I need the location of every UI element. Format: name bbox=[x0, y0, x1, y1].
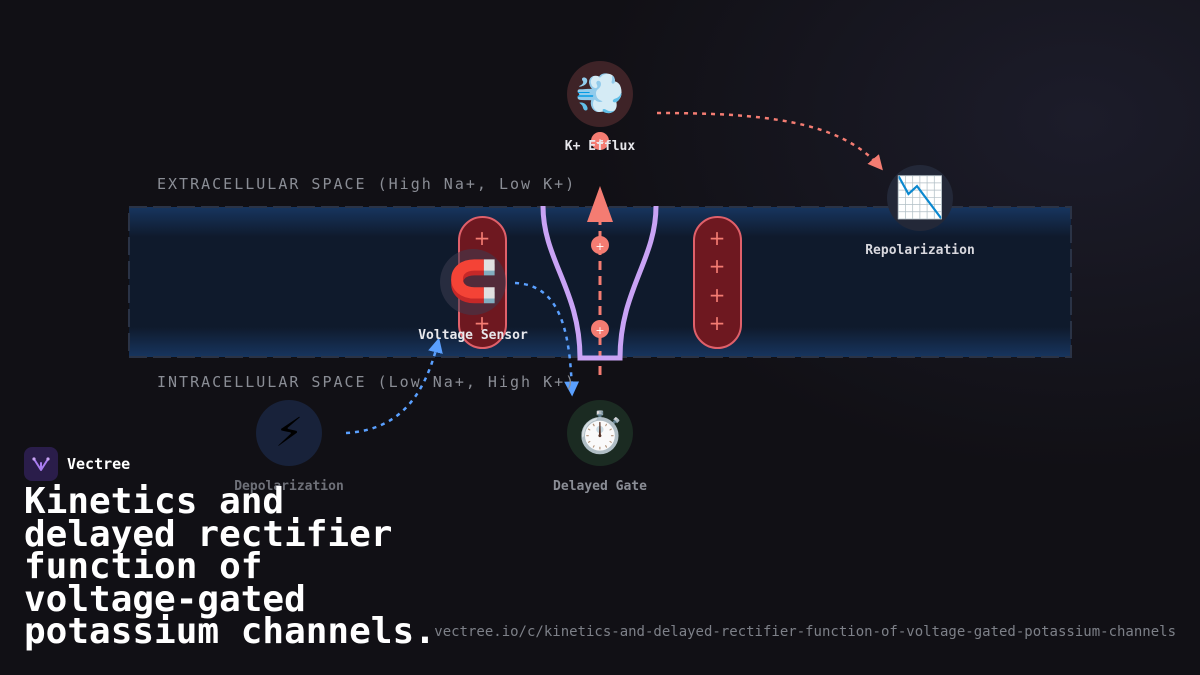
brand: Vectree bbox=[24, 447, 130, 481]
ion-flow-arrowhead bbox=[587, 186, 613, 222]
efflux-to-repolarization-arrow bbox=[656, 111, 883, 171]
vectree-logo-icon bbox=[24, 447, 58, 481]
potassium-ion bbox=[591, 236, 609, 254]
intracellular-space-label: INTRACELLULAR SPACE (Low Na+, High K+) bbox=[157, 373, 577, 391]
voltage-sensor-label: Voltage Sensor bbox=[418, 328, 528, 343]
charge-plus: + bbox=[595, 324, 604, 337]
lightning-icon: ⚡ bbox=[256, 400, 322, 466]
stopwatch-icon: ⏱️ bbox=[567, 400, 633, 466]
page-title: Kinetics and delayed rectifier function … bbox=[24, 481, 436, 652]
chart-decreasing-icon: 📉 bbox=[887, 165, 953, 231]
charge-plus: + bbox=[474, 311, 491, 335]
channel-pore bbox=[540, 205, 659, 361]
charge-plus: + bbox=[709, 311, 726, 335]
charge-plus: + bbox=[709, 283, 726, 307]
wind-puff-icon: 💨 bbox=[567, 61, 633, 127]
potassium-ion bbox=[591, 320, 609, 338]
depolarization-label: Depolarization bbox=[234, 479, 344, 494]
charge-plus: + bbox=[709, 226, 726, 250]
extracellular-space-label: EXTRACELLULAR SPACE (High Na+, Low K+) bbox=[157, 175, 577, 193]
charge-plus: + bbox=[595, 136, 604, 149]
repolarization-label: Repolarization bbox=[865, 243, 975, 258]
potassium-ion bbox=[591, 132, 609, 150]
page-url: vectree.io/c/kinetics-and-delayed-rectif… bbox=[434, 624, 1176, 640]
charge-plus: + bbox=[709, 254, 726, 278]
k-efflux-label: K+ Efflux bbox=[564, 139, 636, 154]
voltage-sensor-segment-right bbox=[693, 216, 742, 349]
brand-name: Vectree bbox=[67, 455, 131, 473]
magnet-icon: 🧲 bbox=[440, 249, 506, 315]
charge-plus: + bbox=[595, 240, 604, 253]
delayed-gate-label: Delayed Gate bbox=[553, 479, 647, 494]
charge-plus: + bbox=[474, 226, 491, 250]
